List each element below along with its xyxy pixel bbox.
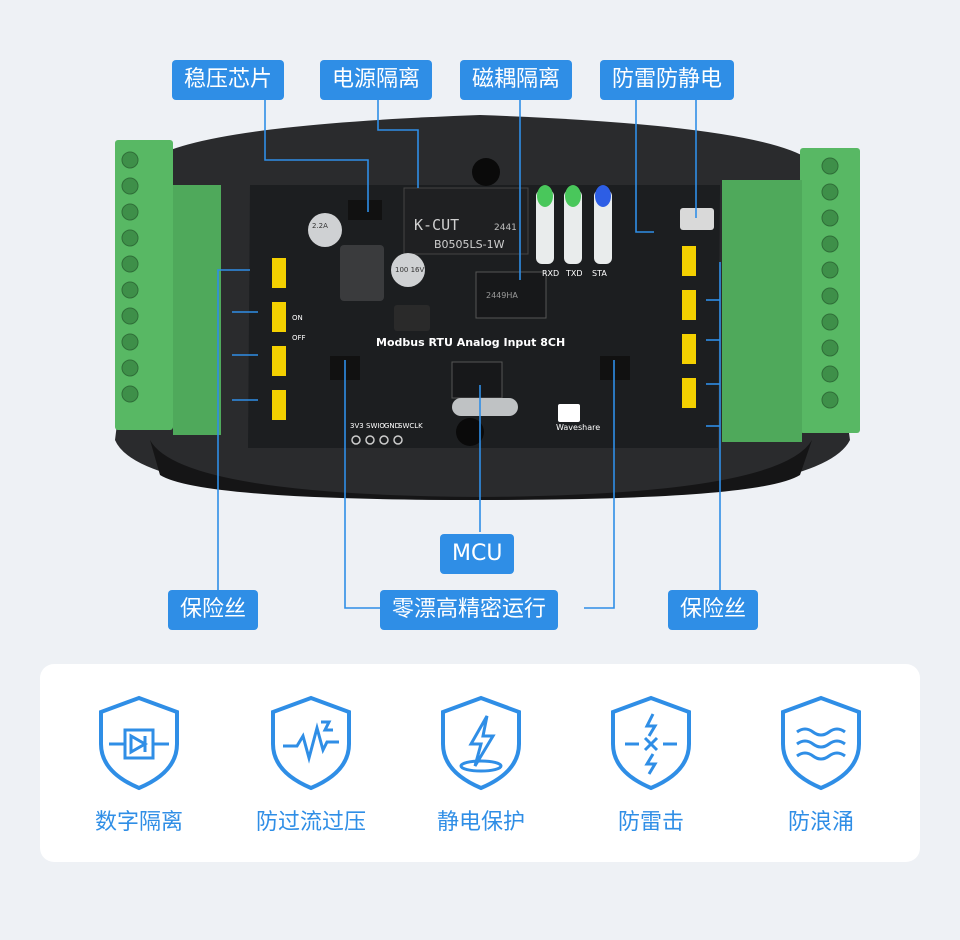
crystal [452,398,518,416]
module-model: B0505LS-1W [434,238,505,251]
feature-overcurrent-overvoltage: 防过流过压 [226,692,396,836]
fuses-right [682,246,696,408]
lightning-protection-icon [611,695,691,791]
debug-header: 3V3 SWIO GND SWCLK [350,422,423,430]
callout-regulator: 稳压芯片 [172,60,285,100]
callout-fuse-left: 保险丝 [168,590,259,630]
led-label-rxd: RXD [542,269,559,278]
gas-discharge-tube [680,208,714,230]
module-code: 2441 [494,223,517,233]
svg-text:SWCLK: SWCLK [398,422,423,430]
callout-mcu: MCU [440,534,515,574]
svg-text:2449HA: 2449HA [486,291,518,300]
right-terminal-block [722,148,860,442]
svg-text:SWIO: SWIO [366,422,385,430]
esd-protection-icon [441,695,521,791]
capacitor-1 [308,213,342,247]
led-label-sta: STA [592,269,607,278]
left-terminal-block [115,140,221,435]
feature-esd-protection: 静电保护 [396,692,566,836]
isolation-chip [475,271,547,319]
callout-magnetic-isolation: 磁耦隔离 [460,60,573,100]
module-brand: K-CUT [414,216,459,234]
callout-lightning-esd: 防雷防静电 [600,60,735,100]
mounting-hole-top [472,158,500,186]
svg-text:2.2A: 2.2A [312,222,328,230]
feature-digital-isolation: 数字隔离 [54,692,224,836]
power-module [403,187,529,255]
svg-text:3V3: 3V3 [350,422,364,430]
brand-logo: Waveshare [556,423,600,432]
feature-label: 防雷击 [617,810,684,835]
feature-surge-protection: 防浪涌 [736,692,906,836]
digital-isolation-icon [99,695,179,791]
svg-text:100 16V: 100 16V [395,266,424,274]
board-title: Modbus RTU Analog Input 8CH [376,336,565,349]
callout-lines [217,100,721,609]
inductor [340,245,384,301]
board-illustration: K-CUT 2441 B0505LS-1W 2.2A 100 16V 2449H… [115,100,860,609]
surge-protection-icon [781,695,861,791]
switch-on-label: ON [292,314,303,322]
feature-lightning-protection: 防雷击 [566,692,736,836]
mcu-chip [451,361,503,399]
svg-text:GND: GND [384,422,400,430]
callout-zero-drift: 零漂高精密运行 [380,590,559,630]
capacitor-2 [391,253,425,287]
overcurrent-overvoltage-icon [271,695,351,791]
fuses-left [272,258,286,420]
mounting-hole [456,418,484,446]
led-label-txd: TXD [565,269,583,278]
callout-power-isolation: 电源隔离 [320,60,433,100]
adc-chip-right [600,356,630,380]
status-leds [536,185,612,264]
switch-off-label: OFF [292,334,306,342]
feature-label: 数字隔离 [94,810,183,835]
feature-label: 防过流过压 [255,810,366,835]
callout-fuse-right: 保险丝 [668,590,759,630]
feature-label: 静电保护 [436,810,525,835]
feature-label: 防浪涌 [787,810,854,835]
regulator-chip [348,200,382,220]
feature-panel: 数字隔离 防过流过压 静电保护 防雷击 [40,664,920,862]
